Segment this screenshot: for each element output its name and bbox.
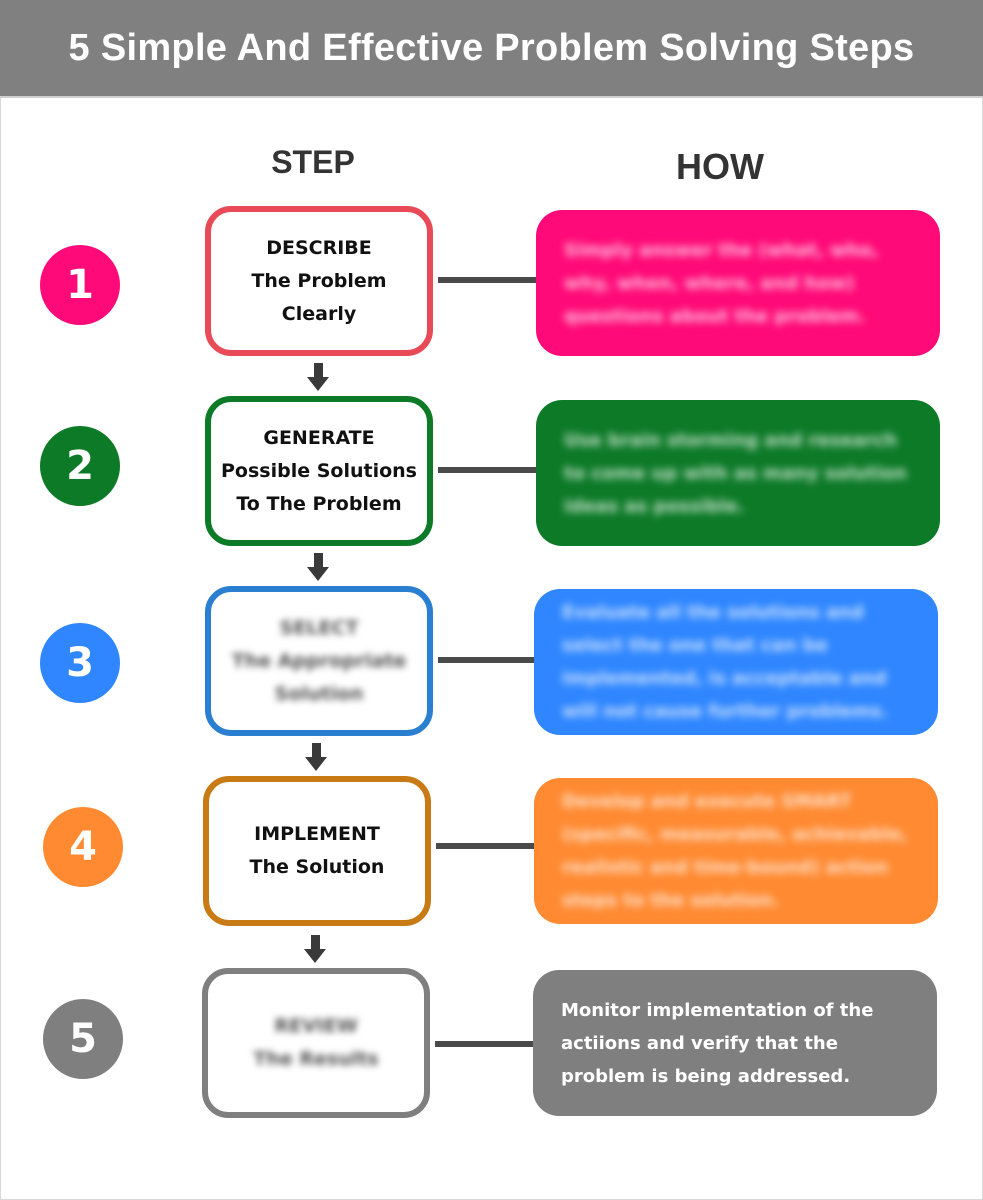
step-box-review: REVIEW The Results bbox=[202, 968, 430, 1118]
step-subtitle-line: To The Problem bbox=[236, 492, 402, 515]
step-number-badge: 5 bbox=[43, 999, 123, 1079]
step-subtitle-line: Possible Solutions bbox=[221, 459, 417, 482]
down-arrow-icon bbox=[305, 743, 327, 773]
how-text: Use brain storming and research to come … bbox=[564, 429, 907, 517]
step-title: REVIEW bbox=[274, 1015, 358, 1037]
step-subtitle-line: The Problem bbox=[251, 269, 387, 292]
connector-line bbox=[435, 1041, 533, 1047]
step-box-implement: IMPLEMENT The Solution bbox=[203, 776, 431, 926]
how-box-review: Monitor implementation of the actiions a… bbox=[533, 970, 937, 1116]
how-box-implement: Develop and execute SMART (specific, mea… bbox=[534, 778, 938, 924]
how-text: Evaluate all the solutions and select th… bbox=[562, 602, 889, 722]
step-subtitle-line: Clearly bbox=[281, 302, 357, 325]
step-title: GENERATE bbox=[263, 426, 375, 449]
step-box-select: SELECT The Appropriate Solution bbox=[205, 586, 433, 736]
connector-line bbox=[438, 467, 536, 473]
step-box-generate: GENERATE Possible Solutions To The Probl… bbox=[205, 396, 433, 546]
step-number-badge: 1 bbox=[40, 245, 120, 325]
step-subtitle-line: The Appropriate bbox=[231, 649, 407, 672]
down-arrow-icon bbox=[304, 935, 326, 965]
step-title: DESCRIBE bbox=[266, 236, 372, 259]
column-header-step: STEP bbox=[271, 144, 355, 180]
how-box-describe: Simply answer the (what, who, why, when,… bbox=[536, 210, 940, 356]
page-title: 5 Simple And Effective Problem Solving S… bbox=[68, 26, 915, 69]
step-number-badge: 4 bbox=[43, 807, 123, 887]
connector-line bbox=[436, 843, 534, 849]
step-number-badge: 3 bbox=[40, 623, 120, 703]
step-title: SELECT bbox=[279, 616, 359, 639]
column-header-how: HOW bbox=[676, 146, 764, 187]
how-box-generate: Use brain storming and research to come … bbox=[536, 400, 940, 546]
how-text: Simply answer the (what, who, why, when,… bbox=[564, 239, 879, 327]
how-text: Monitor implementation of the actiions a… bbox=[561, 999, 874, 1087]
how-box-select: Evaluate all the solutions and select th… bbox=[534, 589, 938, 735]
how-text: Develop and execute SMART (specific, mea… bbox=[562, 791, 909, 911]
step-subtitle-line: The Results bbox=[253, 1048, 379, 1070]
connector-line bbox=[438, 657, 536, 663]
connector-line bbox=[438, 277, 536, 283]
down-arrow-icon bbox=[307, 363, 329, 393]
down-arrow-icon bbox=[307, 553, 329, 583]
step-subtitle-line: Solution bbox=[274, 682, 364, 705]
step-box-describe: DESCRIBE The Problem Clearly bbox=[205, 206, 433, 356]
step-title: IMPLEMENT bbox=[254, 823, 380, 845]
page-header: 5 Simple And Effective Problem Solving S… bbox=[0, 0, 983, 98]
step-subtitle-line: The Solution bbox=[249, 856, 385, 878]
step-number-badge: 2 bbox=[40, 426, 120, 506]
